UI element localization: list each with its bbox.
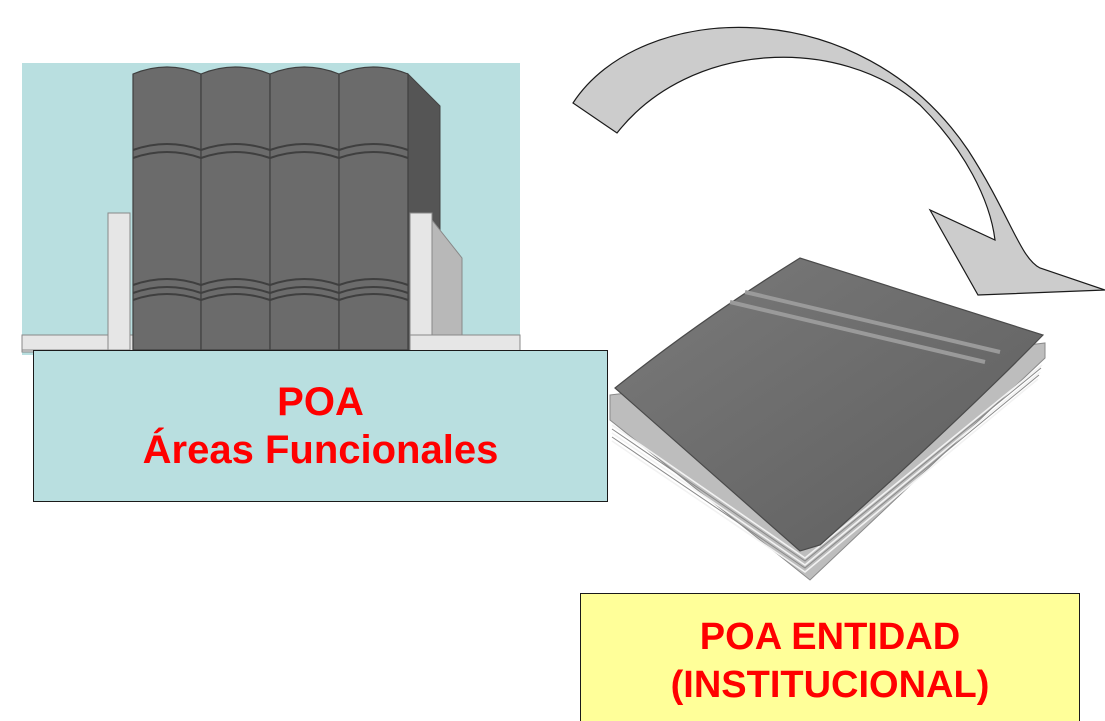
book-cover: [614, 257, 1045, 552]
binder-spine-1: [132, 66, 202, 351]
book-cover-stripes: [729, 290, 1001, 364]
poa-entidad-line2: (INSTITUCIONAL): [670, 663, 990, 706]
binder-spine-4: [338, 66, 409, 351]
binder-spine-2: [200, 66, 271, 351]
poa-entidad-box: POA ENTIDAD (INSTITUCIONAL): [580, 593, 1080, 721]
poa-areas-line2: Áreas Funcionales: [142, 428, 499, 472]
binder-ridges: [132, 143, 409, 302]
binders-image: [21, 63, 521, 355]
poa-entidad-line1: POA ENTIDAD: [699, 615, 961, 658]
binder-spines: [132, 66, 409, 351]
book-image: [609, 257, 1046, 581]
bookend-left: [107, 212, 131, 351]
binder-spine-3: [269, 66, 340, 351]
poa-areas-box: POA Áreas Funcionales: [33, 350, 608, 502]
bookend-right: [409, 212, 433, 336]
poa-areas-line1: POA: [277, 380, 364, 424]
curved-arrow: [572, 26, 1105, 296]
